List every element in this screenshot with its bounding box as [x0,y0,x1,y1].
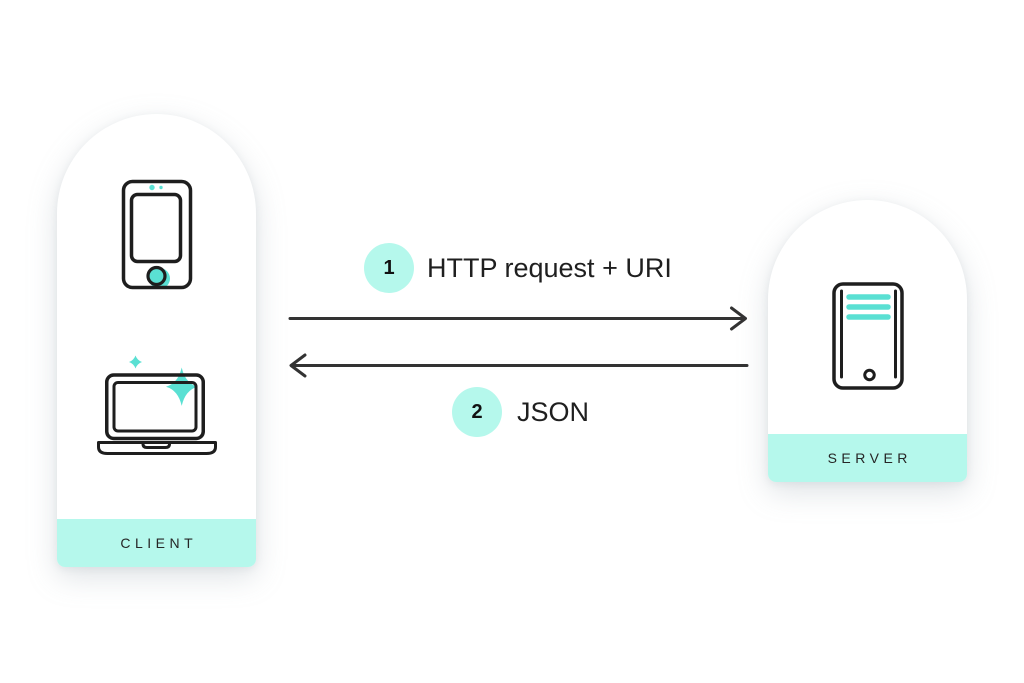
arrow-right-icon [288,306,747,331]
arrow-left-icon [289,353,749,378]
step-2-badge: 2 [452,387,502,437]
server-label-band: SERVER [768,434,967,482]
home-button [146,265,167,287]
step-2-number: 2 [471,400,483,423]
smartphone-icon [121,179,193,290]
client-label-band: CLIENT [57,519,256,567]
power-button [863,368,876,382]
flow-1-label: HTTP request + URI [427,253,672,283]
flow-arrows [288,306,749,378]
step-1-number: 1 [383,256,395,279]
server-panel: SERVER [768,200,967,482]
server-label: SERVER [827,450,912,466]
camera-dot [149,184,155,191]
client-label: CLIENT [120,535,198,551]
server-icon [832,282,904,390]
step-1-badge: 1 [364,243,414,293]
laptop-icon [97,355,217,455]
sparkle-icon [129,355,198,406]
flow-2-label: JSON [517,397,590,427]
camera-dot [159,185,163,190]
client-panel: CLIENT [57,114,256,567]
